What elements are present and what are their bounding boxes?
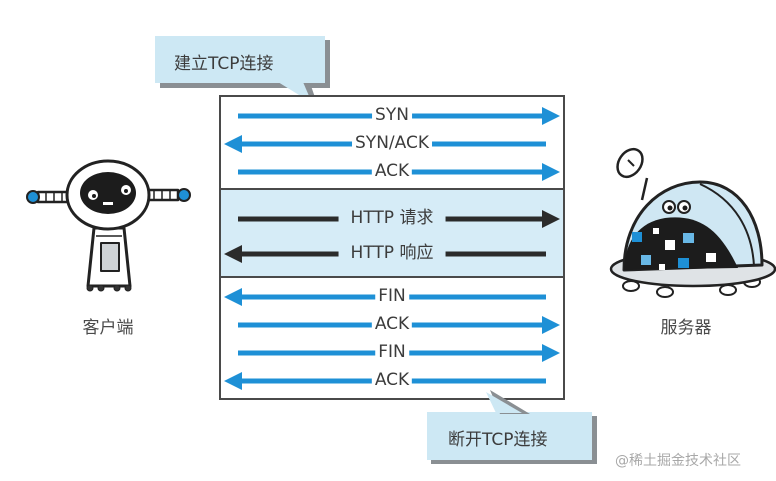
arrow-head-left-icon	[224, 135, 242, 153]
message-label: ACK	[371, 370, 413, 390]
client-robot-icon	[26, 159, 191, 292]
arrow-head-left-icon	[224, 372, 242, 390]
message-label: FIN	[375, 342, 409, 362]
message-label: ACK	[371, 314, 413, 334]
callout-disconnect-text: 断开TCP连接	[448, 430, 548, 450]
arrow-head-right-icon	[542, 107, 560, 125]
http-band	[221, 189, 563, 277]
watermark: @稀土掘金技术社区	[615, 453, 741, 469]
message-label: SYN	[372, 105, 412, 125]
callout-disconnect-tail	[486, 392, 522, 413]
server-label: 服务器	[660, 318, 712, 338]
callout-disconnect	[427, 390, 597, 464]
arrow-head-right-icon	[542, 163, 560, 181]
arrow-head-right-icon	[542, 210, 560, 228]
client-label: 客户端	[82, 318, 134, 338]
arrow-head-left-icon	[224, 288, 242, 306]
arrow-head-left-icon	[224, 245, 242, 263]
callout-connect	[155, 36, 330, 106]
message-label: SYN/ACK	[352, 133, 432, 153]
message-label: ACK	[371, 161, 413, 181]
message-label: HTTP 响应	[338, 243, 446, 263]
message-box	[219, 95, 565, 400]
message-label: HTTP 请求	[338, 208, 446, 228]
callout-connect-body	[155, 36, 325, 83]
message-label: FIN	[375, 286, 409, 306]
arrow-head-right-icon	[542, 316, 560, 334]
server-robot-icon	[609, 147, 776, 298]
callout-disconnect-body	[427, 412, 592, 460]
arrow-head-right-icon	[542, 344, 560, 362]
callout-connect-text: 建立TCP连接	[174, 54, 274, 74]
